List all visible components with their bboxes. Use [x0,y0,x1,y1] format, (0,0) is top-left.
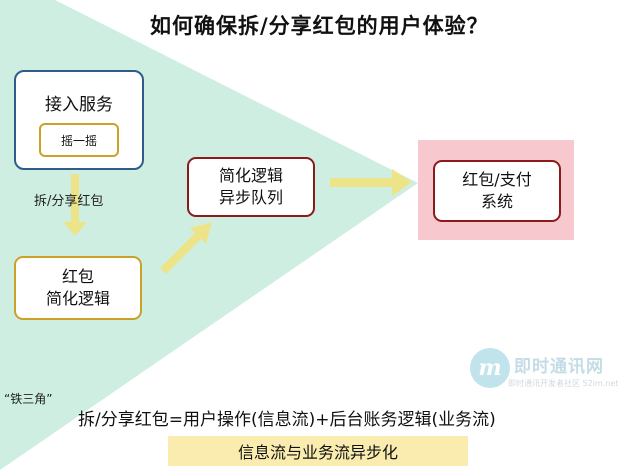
simplify-line1: 红包 [61,267,94,286]
access-service-label: 接入服务 [45,95,113,115]
arrow-right [330,169,412,196]
simplify-line2: 简化逻辑 [45,289,110,308]
conclusion-bar: 信息流与业务流异步化 [168,436,468,466]
payment-system-box: 红包/支付 系统 [433,160,561,222]
conclusion-text: 信息流与业务流异步化 [237,443,398,462]
watermark-logo-icon: m [470,348,510,388]
pay-line2: 系统 [480,192,513,211]
async-queue-box: 简化逻辑 异步队列 [187,157,315,217]
watermark-sub: 即时通讯开发者社区 52im.net [508,379,619,388]
red-packet-simplify-box: 红包 简化逻辑 [14,256,142,320]
iron-triangle-label: “铁三角” [4,392,53,406]
queue-line1: 简化逻辑 [218,166,283,185]
shake-button: 摇一摇 [39,123,119,157]
split-share-label: 拆/分享红包 [34,194,104,209]
arrow-diagonal [160,222,212,274]
page-title: 如何确保拆/分享红包的用户体验？ [150,14,489,38]
queue-line2: 异步队列 [218,188,283,207]
formula-text: 拆/分享红包=用户操作(信息流)+后台账务逻辑(业务流) [78,410,496,430]
access-service-box: 接入服务 摇一摇 [14,70,144,170]
watermark-name: 即时通讯网 [514,357,604,377]
pay-line1: 红包/支付 [462,170,532,189]
arrow-down [63,174,87,236]
